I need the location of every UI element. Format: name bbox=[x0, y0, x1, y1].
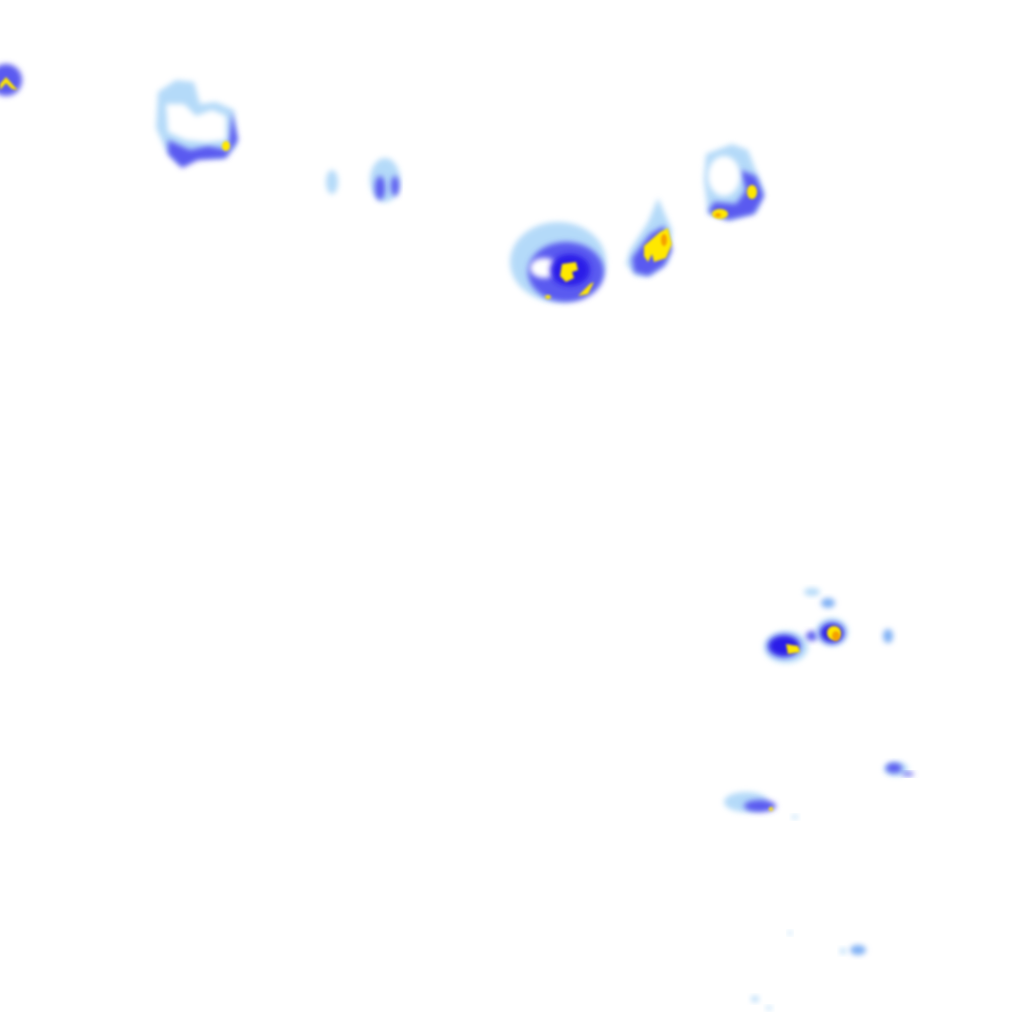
echo-intense bbox=[832, 631, 840, 641]
echo-core bbox=[578, 282, 594, 296]
echo-specks-bottom bbox=[751, 931, 866, 1010]
echo-medium_light bbox=[883, 629, 893, 643]
echo-core bbox=[769, 807, 773, 811]
echo-medium bbox=[902, 772, 914, 776]
echo-light bbox=[804, 588, 820, 596]
echo-intense bbox=[715, 213, 721, 217]
echo-light bbox=[326, 170, 338, 194]
echo-medium bbox=[886, 763, 902, 773]
echo-core bbox=[747, 185, 757, 199]
echo-medium bbox=[0, 64, 22, 96]
echo-medium bbox=[375, 176, 385, 200]
echo-light bbox=[788, 931, 792, 935]
echo-intense bbox=[661, 234, 667, 246]
echo-light bbox=[840, 948, 846, 954]
echo-bow-cell-center bbox=[626, 198, 672, 276]
echo-spiral-cell-center bbox=[510, 222, 606, 302]
echo-top-left-edge bbox=[0, 64, 22, 96]
echo-medium bbox=[708, 170, 764, 220]
echo-medium bbox=[806, 631, 818, 641]
echo-white bbox=[166, 104, 226, 142]
echo-core bbox=[222, 141, 230, 151]
echo-light bbox=[751, 996, 759, 1002]
echo-medium_light bbox=[821, 598, 835, 608]
echo-light bbox=[792, 815, 798, 819]
echo-core bbox=[786, 644, 800, 654]
echo-cluster-lower-right bbox=[764, 588, 893, 663]
echo-ring-cell-upper-right bbox=[704, 144, 764, 220]
echo-core bbox=[560, 262, 578, 282]
echo-layer bbox=[0, 64, 914, 1010]
echo-medium bbox=[744, 800, 776, 812]
echo-small-cell-center-left bbox=[326, 158, 400, 202]
echo-core bbox=[545, 295, 551, 299]
echo-ring-cell-upper-left bbox=[156, 80, 238, 168]
echo-light bbox=[766, 1006, 772, 1010]
echo-white bbox=[708, 156, 740, 196]
echo-medium bbox=[168, 112, 238, 168]
echo-medium_light bbox=[850, 945, 866, 955]
echo-medium bbox=[391, 176, 399, 196]
echo-core bbox=[0, 77, 18, 90]
echo-streak-lower-right bbox=[724, 762, 914, 819]
